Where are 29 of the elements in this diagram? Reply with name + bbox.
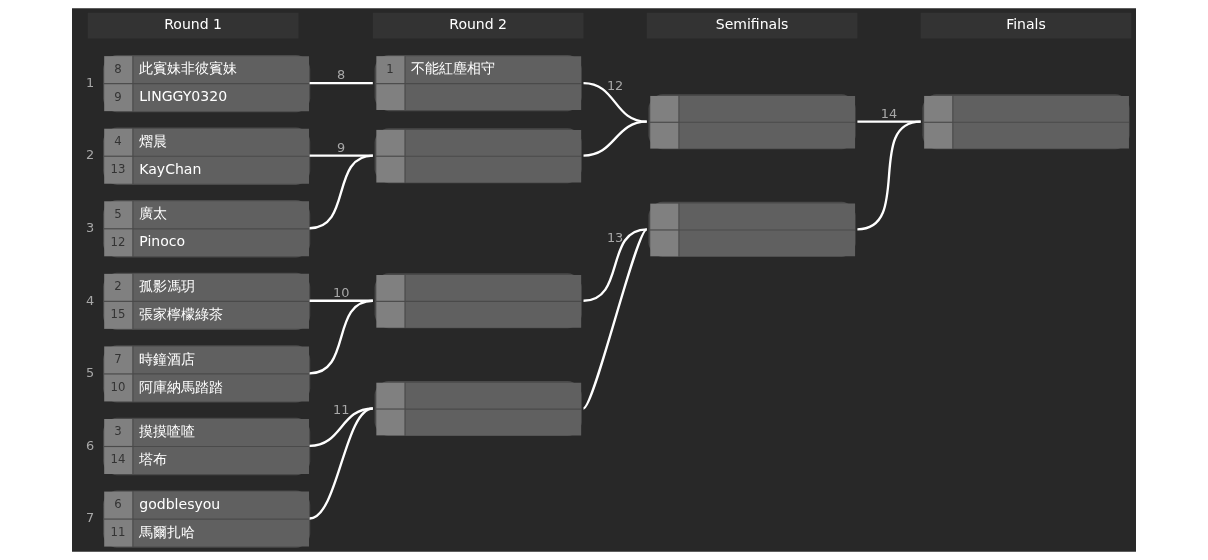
label: Finals [1006,16,1046,33]
edge-label: 10 [333,285,350,301]
connector [309,154,373,157]
node-label: 2 [86,147,95,163]
node-label: 5 [86,365,95,381]
connector [309,299,373,375]
connector [309,154,373,230]
node-label: 6 [86,437,95,453]
node-label: 4 [86,292,95,308]
edge-label: 14 [880,105,898,121]
connector [583,120,647,157]
connector [583,228,647,302]
node-label: 3 [86,220,95,236]
edge-label: 11 [333,402,350,418]
connector [582,228,648,410]
connector [309,407,374,520]
connector [309,81,373,85]
connector [583,81,647,123]
label: Round 1 [164,16,223,33]
node-label: 7 [86,510,95,526]
connector [309,407,373,448]
node-label: 1 [86,74,95,90]
connector [857,120,921,231]
label: Semifinals [715,16,789,33]
edge-label: 12 [606,77,624,93]
edge-label: 13 [606,230,624,246]
edge-label: 9 [337,139,346,155]
edge-label: 8 [337,67,346,83]
label: Round 2 [449,16,508,33]
